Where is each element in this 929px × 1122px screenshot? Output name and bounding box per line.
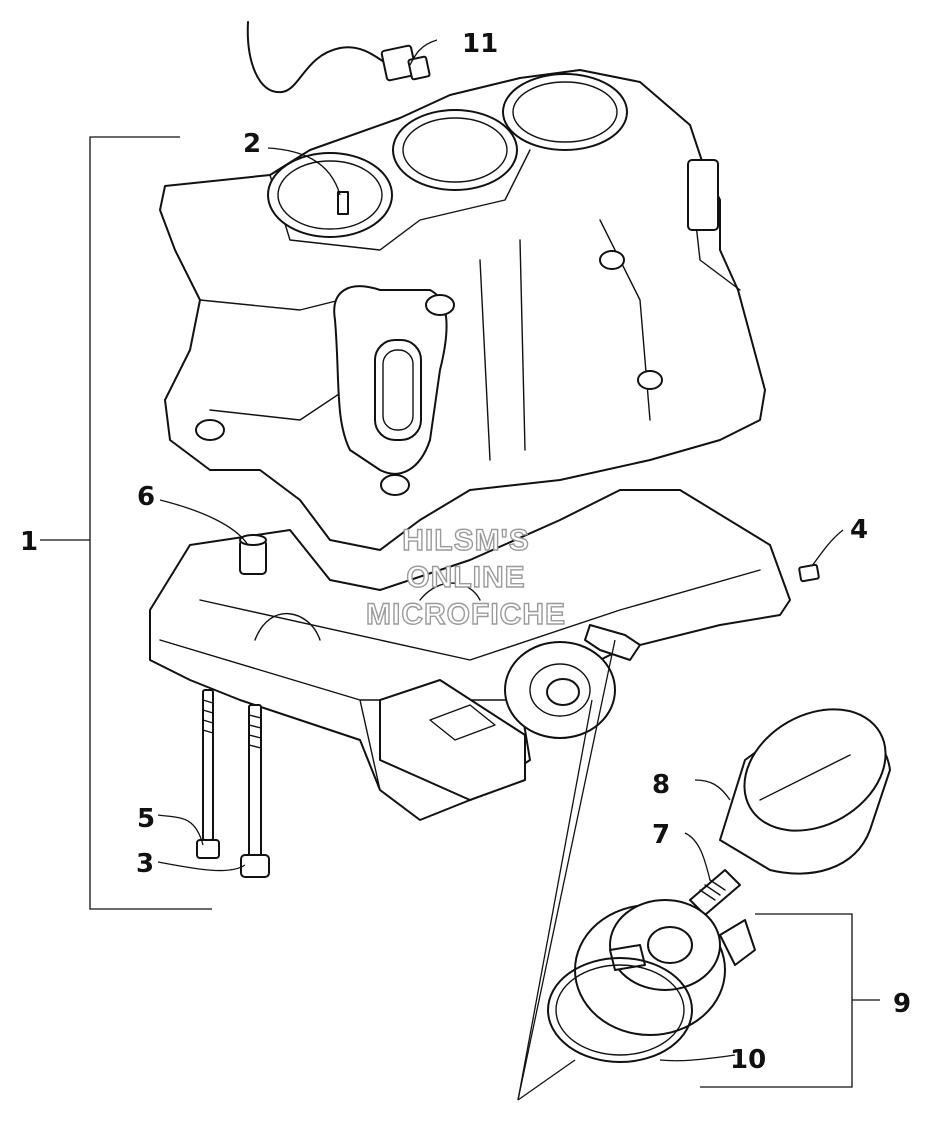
exploded-guide-lines — [517, 639, 616, 1101]
callout-4: 4 — [850, 515, 868, 545]
cylinder-bore-1 — [267, 152, 393, 238]
callout-1: 1 — [20, 527, 38, 557]
lower-crankcase — [149, 489, 820, 821]
cylinder-bore-2 — [392, 109, 518, 191]
plug-part-4 — [798, 563, 820, 583]
watermark-line-2: ONLINE — [406, 561, 525, 594]
callout-8: 8 — [652, 770, 670, 800]
cylinder-block — [159, 69, 766, 551]
callout-6: 6 — [137, 482, 155, 512]
bracket-part-9 — [700, 913, 880, 1088]
callout-3: 3 — [136, 849, 154, 879]
cylinder-bore-3 — [502, 73, 628, 151]
watermark-line-3: MICROFICHE — [366, 598, 566, 631]
callout-9: 9 — [893, 989, 911, 1019]
watermark: HILSM'S ONLINE MICROFICHE — [365, 523, 566, 631]
watermark-line-1: HILSM'S — [402, 524, 529, 557]
oil-filter-part-8 — [719, 708, 891, 875]
bolt-part-5 — [196, 689, 220, 859]
oil-filter-adapter-part-9 — [574, 899, 756, 1036]
leader-lines — [157, 39, 844, 1062]
o-ring-part-10 — [547, 957, 693, 1063]
bolt-part-3 — [240, 704, 270, 878]
callout-2: 2 — [243, 129, 261, 159]
knock-sensor-part-11 — [246, 21, 431, 94]
stud-part-2 — [337, 191, 349, 215]
bracket-part-1 — [40, 136, 212, 910]
callout-7: 7 — [652, 820, 670, 850]
callout-labels: 1 2 3 4 5 6 7 8 9 10 11 — [20, 29, 911, 1075]
callout-11: 11 — [462, 29, 498, 59]
callout-5: 5 — [137, 804, 155, 834]
callout-10: 10 — [730, 1045, 766, 1075]
